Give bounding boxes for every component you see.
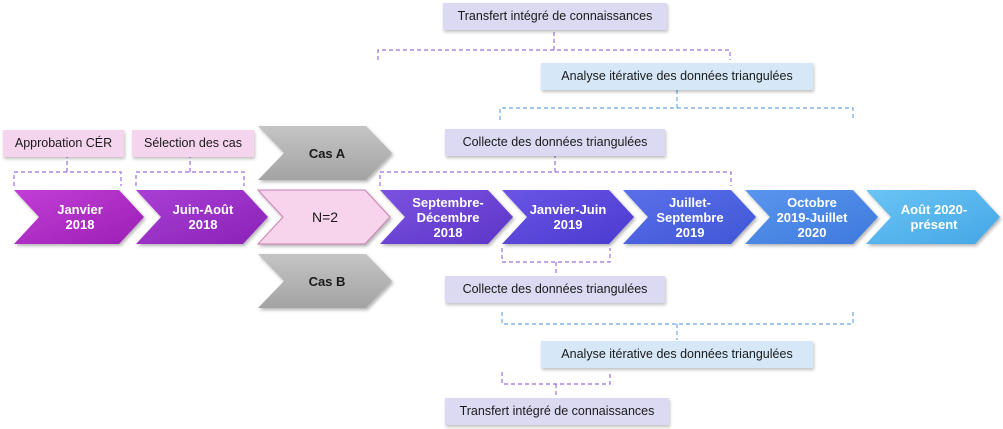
label-analyse-bottom: Analyse itérative des données triangulée… <box>541 341 813 368</box>
bracket-analyse-top <box>499 90 854 120</box>
bracket-collecte-top <box>379 156 732 186</box>
chevron-sept-dec-2018 <box>380 190 513 244</box>
label-collecte-top: Collecte des données triangulées <box>445 129 665 156</box>
bracket-analyse-bottom <box>501 312 854 340</box>
label-transfert-bottom: Transfert intégré de connaissances <box>445 398 669 425</box>
chevron-n2 <box>256 189 391 245</box>
chevron-text-aout-2020-present: Août 2020- présent <box>900 202 968 232</box>
chevron-cas-b <box>258 254 392 308</box>
chevron-juin-aout-2018 <box>136 190 268 244</box>
chevron-text-n2: N=2 <box>311 208 339 225</box>
bracket-collecte-bottom <box>501 248 611 278</box>
label-selection: Sélection des cas <box>132 130 254 157</box>
label-analyse-top: Analyse itérative des données triangulée… <box>541 63 813 90</box>
chevron-text-cas-b: Cas B <box>308 273 346 289</box>
chevron-text-janv-juin-2019: Janvier-Juin 2019 <box>529 202 607 232</box>
bracket-selection <box>135 156 245 186</box>
chevron-text-oct-2019-juil-2020: Octobre 2019-Juillet 2020 <box>776 194 848 240</box>
chevron-text-juil-sept-2019: Juillet- Septembre 2019 <box>656 194 724 240</box>
bracket-transfert-bottom <box>501 372 611 398</box>
chevron-janv-juin-2019 <box>502 190 634 244</box>
chevron-text-juin-aout-2018: Juin-Août 2018 <box>172 202 234 232</box>
chevron-juil-sept-2019 <box>623 190 756 244</box>
bracket-approbation <box>13 156 122 186</box>
chevron-text-cas-a: Cas A <box>308 145 346 161</box>
label-approbation: Approbation CÉR <box>3 130 124 157</box>
bracket-transfert-top <box>377 30 731 60</box>
chevron-aout-2020-present <box>866 190 1000 244</box>
chevron-janvier-2018 <box>14 190 144 244</box>
chevron-cas-a <box>258 126 392 180</box>
label-collecte-bottom: Collecte des données triangulées <box>445 276 665 303</box>
chevron-text-janvier-2018: Janvier 2018 <box>57 202 103 232</box>
chevron-text-sept-dec-2018: Septembre- Décembre 2018 <box>412 194 484 240</box>
chevron-oct-2019-juil-2020 <box>745 190 878 244</box>
label-transfert-top: Transfert intégré de connaissances <box>443 3 667 30</box>
